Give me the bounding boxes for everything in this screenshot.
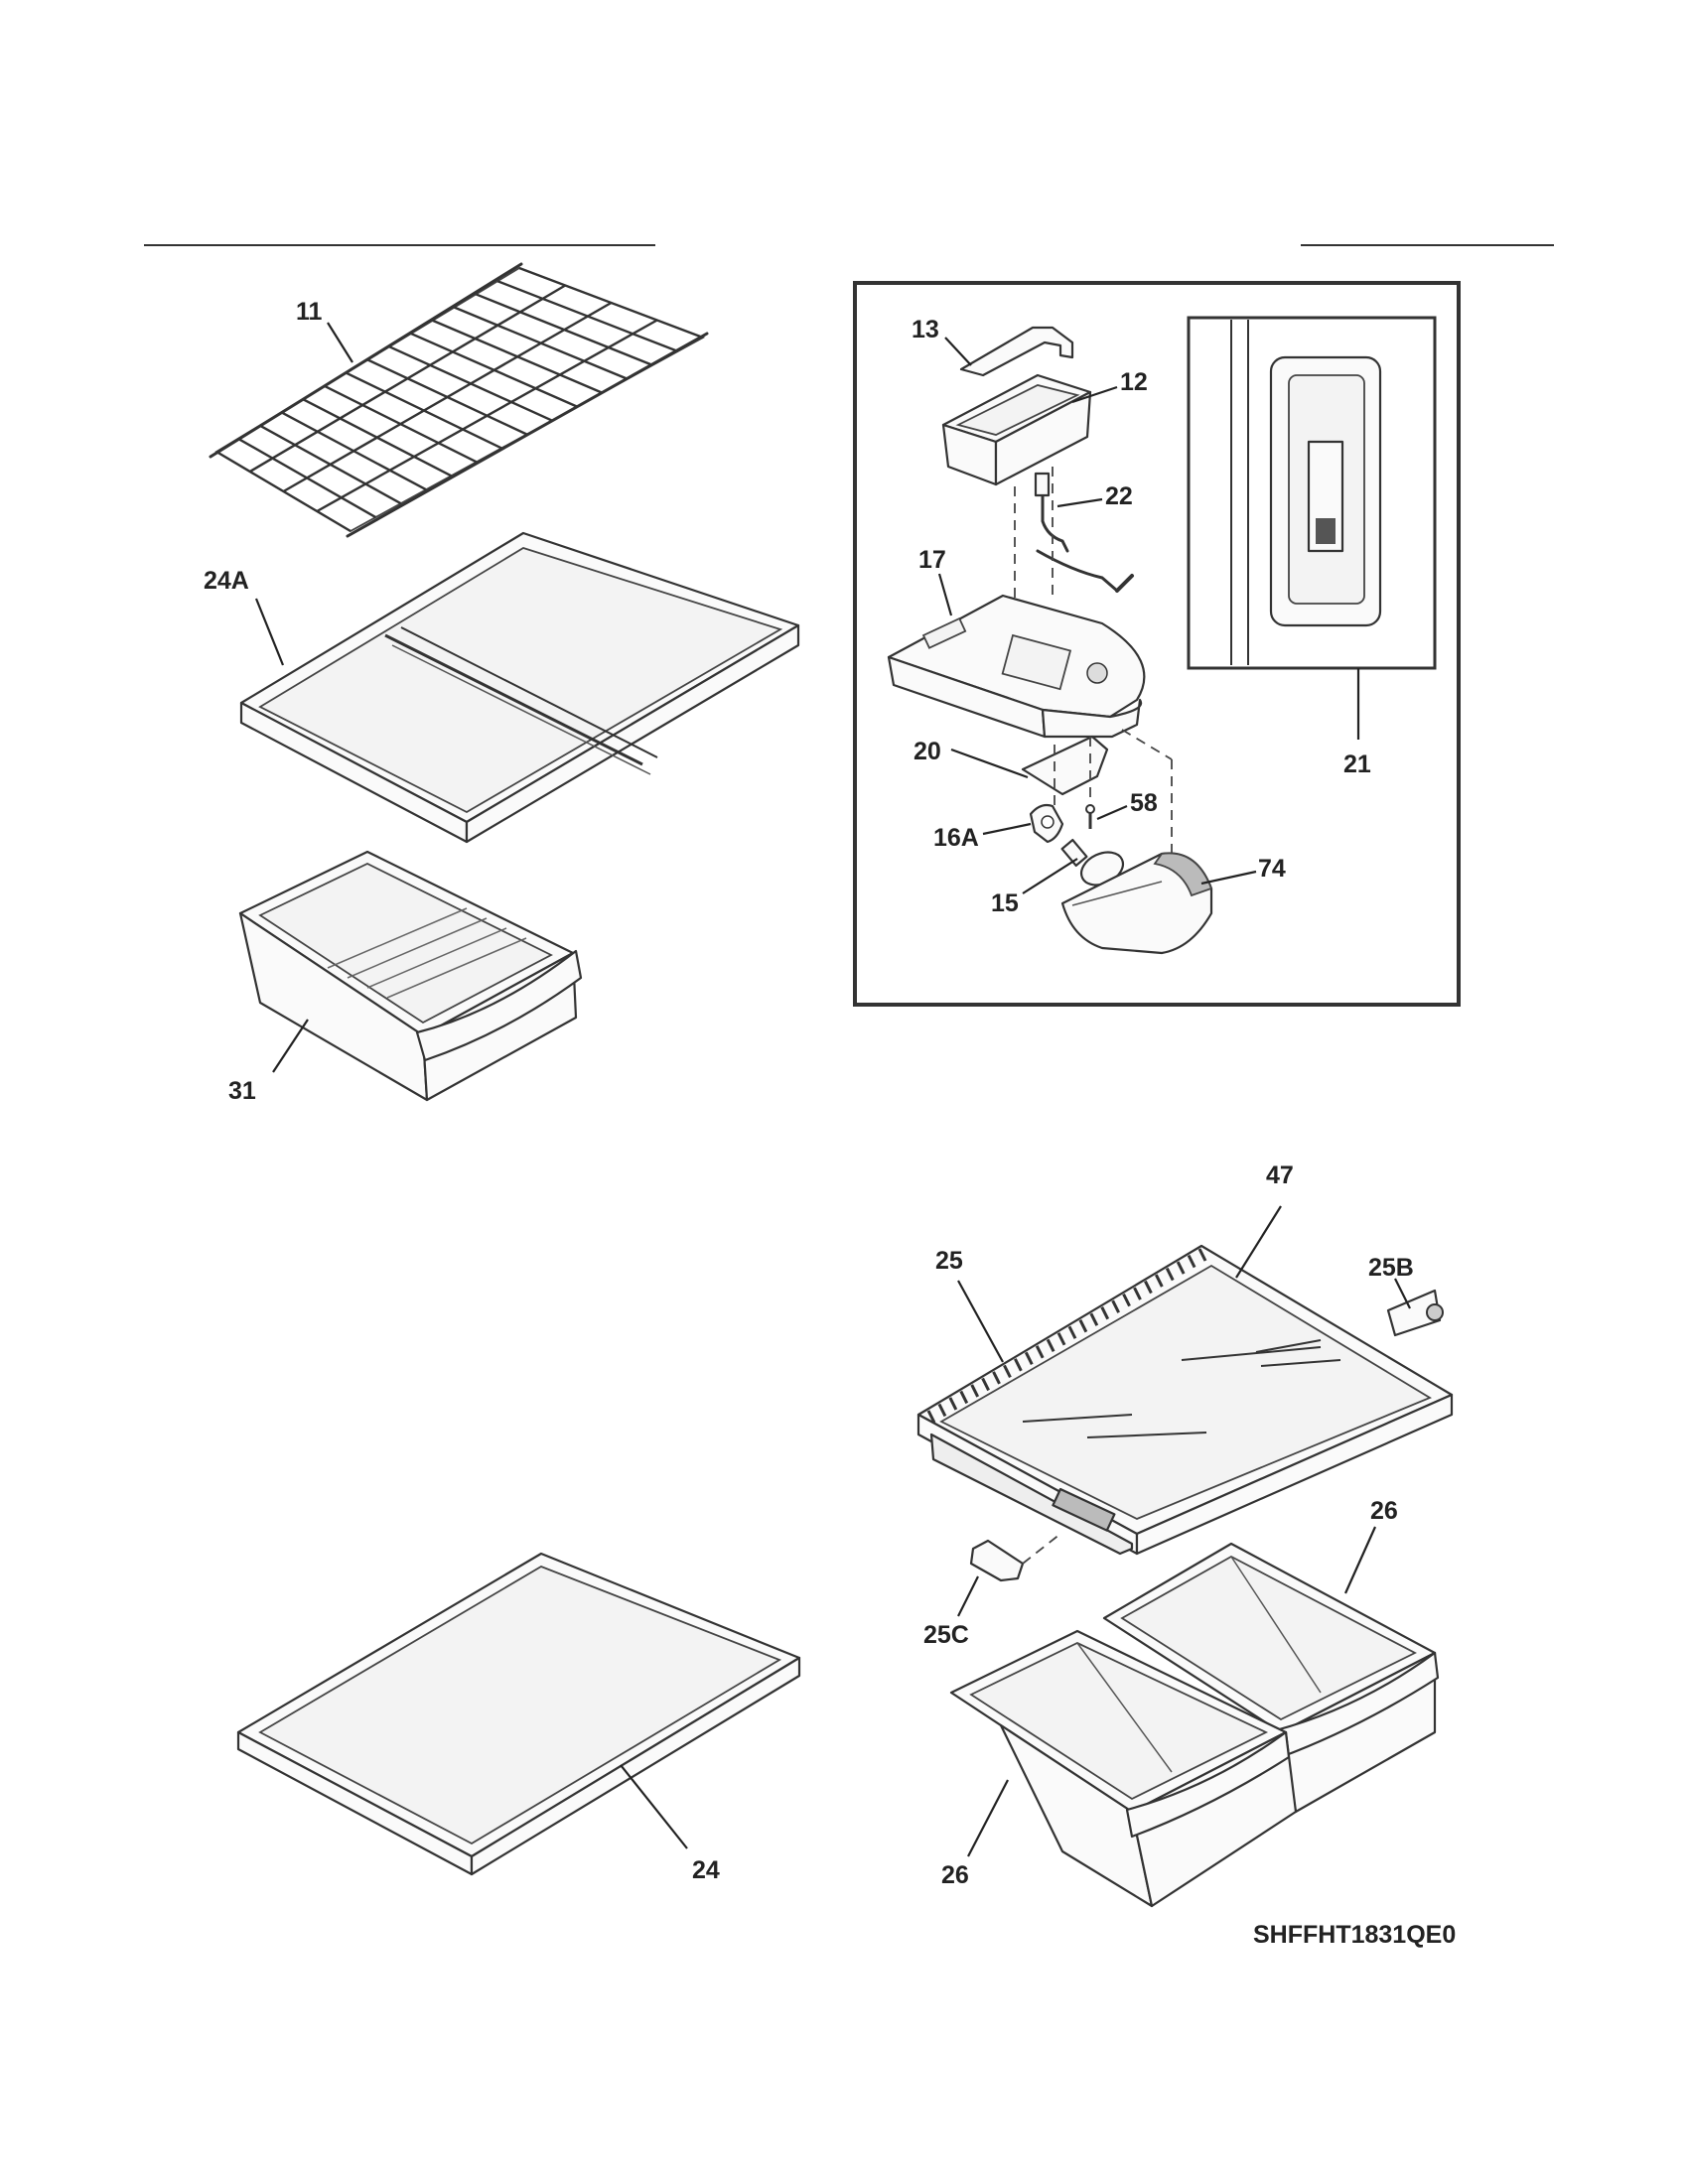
vent-slot <box>1078 1319 1088 1333</box>
callout-26-bottom: 26 <box>941 1861 969 1889</box>
vent-slot <box>1197 1248 1207 1262</box>
vent-slot <box>970 1384 980 1398</box>
light-bulb-15 <box>1060 838 1125 887</box>
screw-58 <box>1085 804 1095 829</box>
socket-housing-17 <box>887 594 1146 739</box>
clip-25b <box>1386 1289 1444 1337</box>
callout-47: 47 <box>1266 1161 1294 1189</box>
callout-26-top: 26 <box>1370 1497 1398 1525</box>
leader-25c <box>957 1575 979 1617</box>
callout-12: 12 <box>1120 368 1148 396</box>
vent-slot <box>1144 1280 1153 1295</box>
vent-slot <box>1024 1351 1034 1365</box>
vent-slot <box>981 1377 990 1392</box>
housing-12 <box>941 373 1092 486</box>
light-assembly-frame <box>853 281 1461 1007</box>
leader-24a <box>254 598 285 666</box>
shield-plate-20 <box>1021 735 1109 796</box>
leader-11 <box>327 322 353 363</box>
leader-20 <box>950 748 1029 779</box>
alignment-line-4 <box>1121 729 1173 760</box>
model-code: SHFFHT1831QE0 <box>1253 1921 1456 1949</box>
crisper-drawer-left <box>949 1629 1298 1908</box>
callout-17: 17 <box>918 546 946 574</box>
vent-slot <box>1165 1267 1175 1282</box>
vent-slot <box>1154 1274 1164 1288</box>
clip-25c <box>969 1539 1025 1582</box>
leader-24 <box>620 1764 688 1849</box>
leader-26-bottom <box>967 1779 1009 1857</box>
vent-slot <box>1122 1293 1131 1307</box>
callout-11: 11 <box>296 298 323 326</box>
vent-slot <box>926 1410 936 1424</box>
callout-58: 58 <box>1130 789 1158 817</box>
shelf-wire-crossbar <box>249 284 566 474</box>
vent-slot <box>959 1390 969 1405</box>
vent-slot <box>992 1371 1001 1385</box>
callout-25b: 25B <box>1368 1254 1414 1282</box>
vent-slot <box>1176 1261 1186 1275</box>
crisper-cover-assembly <box>916 1244 1454 1556</box>
crisper-drawer-right <box>1102 1542 1440 1814</box>
callout-31: 31 <box>228 1077 256 1105</box>
deli-drawer <box>238 850 583 1102</box>
vent-slot <box>1046 1338 1055 1352</box>
vent-slots-25 <box>926 1248 1207 1424</box>
leader-74 <box>1200 870 1257 886</box>
glass-shelf-24 <box>236 1552 801 1876</box>
leader-47 <box>1235 1205 1282 1279</box>
callout-13: 13 <box>912 316 939 343</box>
leader-12 <box>1071 385 1118 404</box>
vent-slot <box>1035 1345 1045 1359</box>
callout-16a: 16A <box>933 824 979 852</box>
leader-31 <box>272 1019 309 1073</box>
vent-slot <box>1133 1287 1142 1300</box>
shelf-wire-crossbar <box>282 301 613 493</box>
leader-16a <box>982 822 1032 836</box>
glass-shelf-24a <box>239 531 800 844</box>
callout-25: 25 <box>935 1247 963 1275</box>
callout-24a: 24A <box>204 567 249 595</box>
leader-22 <box>1056 497 1103 508</box>
shelf-wire-crossbar <box>316 319 658 513</box>
light-lens-74 <box>1060 852 1213 955</box>
vent-slot <box>1056 1332 1066 1346</box>
callout-24: 24 <box>692 1856 720 1884</box>
vent-slot <box>1100 1306 1110 1320</box>
leader-25b <box>1394 1278 1411 1309</box>
leader-58 <box>1096 804 1128 821</box>
vent-slot <box>1014 1358 1023 1372</box>
callout-74: 74 <box>1258 855 1286 883</box>
callout-22: 22 <box>1105 482 1133 510</box>
alignment-line-25c <box>1022 1533 1061 1565</box>
callout-15: 15 <box>991 889 1019 917</box>
vent-slot <box>1089 1312 1099 1326</box>
leader-17 <box>937 573 953 616</box>
vent-slot <box>1003 1364 1012 1379</box>
vent-slot <box>937 1403 947 1418</box>
leader-26-top <box>1343 1526 1377 1594</box>
lamp-socket-16a <box>1029 803 1064 844</box>
inset-frame-21 <box>1187 316 1437 670</box>
vent-slot <box>948 1397 958 1411</box>
vent-slot <box>1111 1299 1120 1313</box>
light-shield-13 <box>959 326 1074 377</box>
callout-21: 21 <box>1343 751 1371 778</box>
callout-25c: 25C <box>923 1621 969 1649</box>
leader-15 <box>1022 858 1078 894</box>
control-panel-21 <box>1230 320 1382 665</box>
leader-25 <box>957 1280 1004 1363</box>
wire-harness-22 <box>1034 472 1134 593</box>
leader-13 <box>944 337 972 366</box>
vent-slot <box>1067 1325 1077 1339</box>
vent-slot <box>1187 1254 1196 1269</box>
wire-shelf <box>209 262 709 538</box>
callout-20: 20 <box>914 738 941 765</box>
